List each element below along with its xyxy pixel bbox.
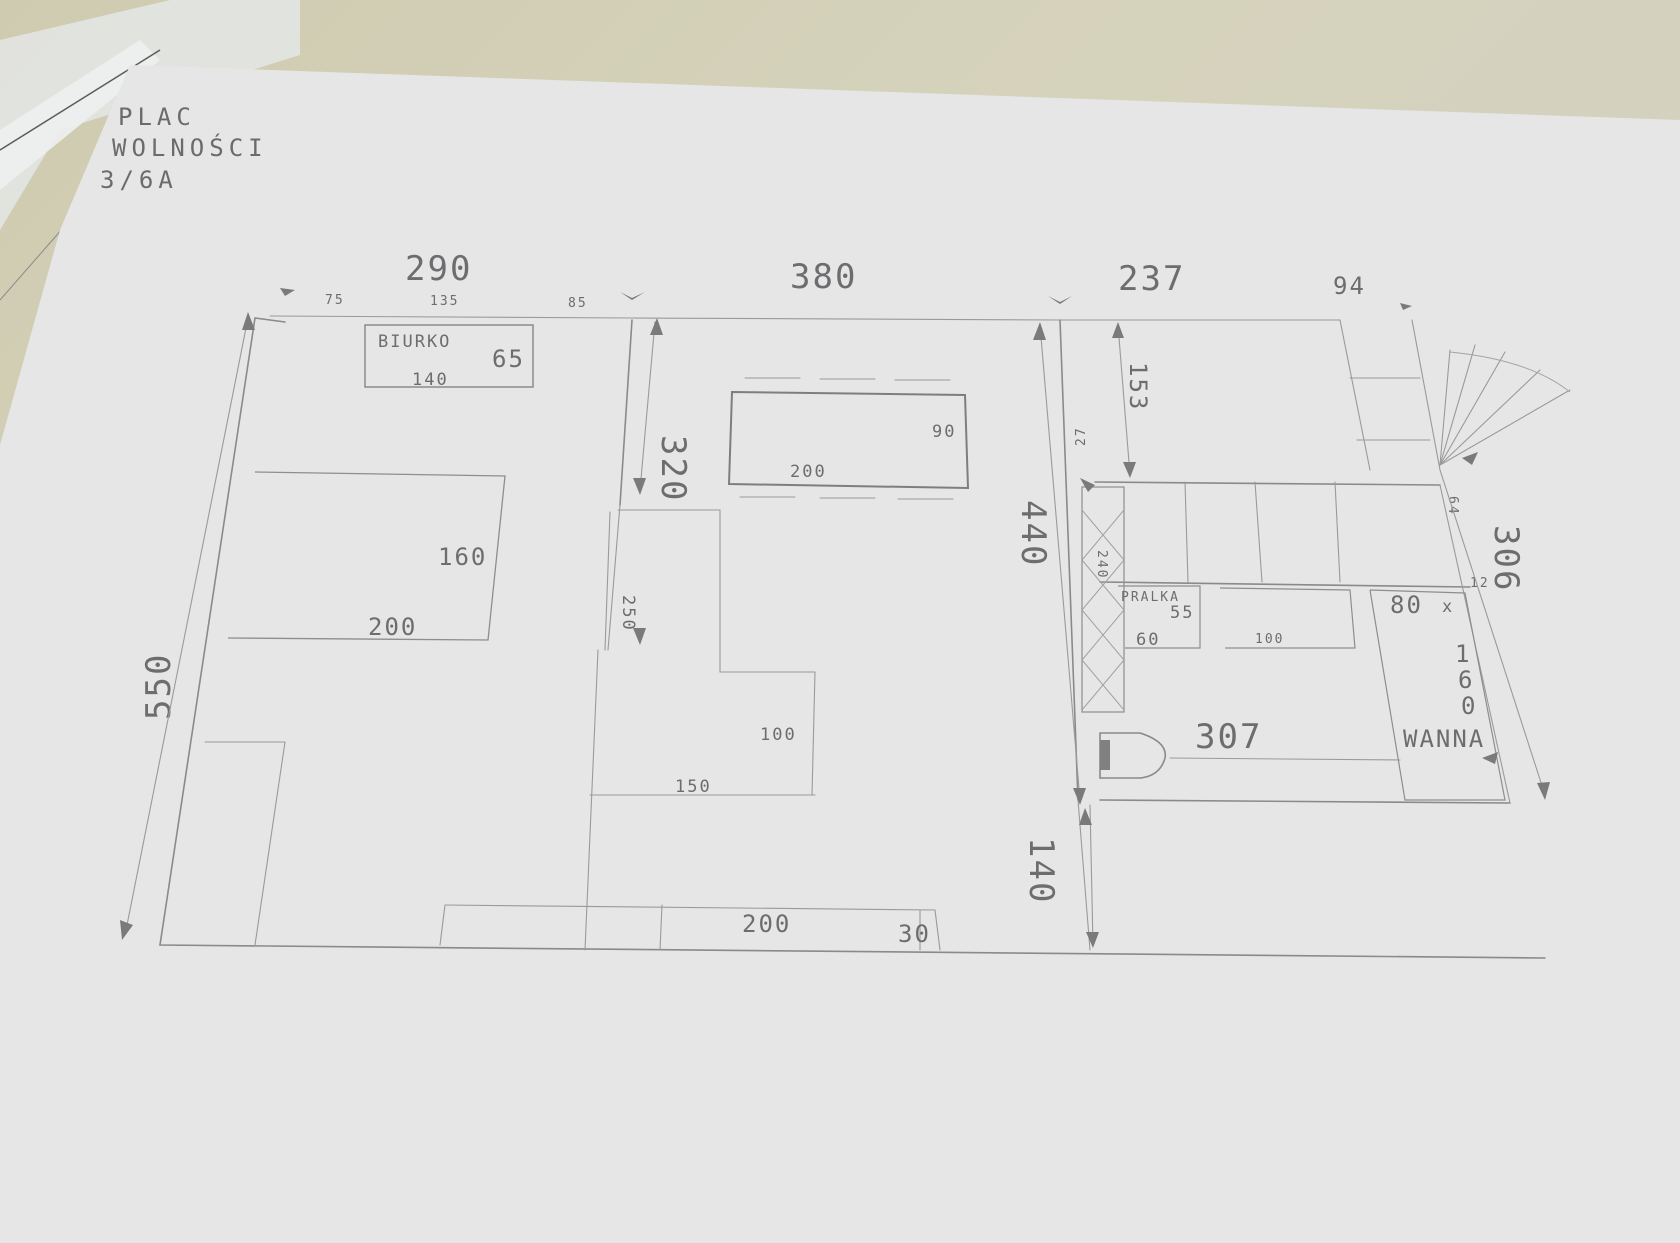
dining-table: 90 200 bbox=[727, 377, 970, 500]
dimension-lines bbox=[120, 288, 1550, 948]
bathtub: 80 x 1 6 0 WANNA bbox=[1369, 589, 1506, 801]
svg-text:94: 94 bbox=[1333, 272, 1366, 300]
svg-text:200: 200 bbox=[742, 910, 791, 938]
svg-text:PRALKA: PRALKA bbox=[1121, 590, 1180, 605]
svg-text:64: 64 bbox=[1445, 496, 1460, 516]
svg-text:150: 150 bbox=[675, 777, 712, 797]
cabinet: 100 bbox=[1219, 587, 1356, 649]
svg-text:30: 30 bbox=[898, 920, 931, 948]
svg-text:307: 307 bbox=[1195, 717, 1262, 757]
svg-text:100: 100 bbox=[760, 725, 797, 745]
svg-text:135: 135 bbox=[430, 294, 459, 309]
svg-text:380: 380 bbox=[790, 257, 857, 297]
svg-text:BIURKO: BIURKO bbox=[378, 332, 451, 352]
svg-text:100: 100 bbox=[1255, 632, 1284, 647]
svg-text:153: 153 bbox=[1124, 362, 1152, 411]
svg-text:200: 200 bbox=[368, 613, 417, 641]
svg-text:1: 1 bbox=[1455, 640, 1471, 668]
svg-text:27: 27 bbox=[1074, 426, 1089, 446]
toilet bbox=[1099, 732, 1401, 779]
hatched-wall bbox=[1081, 486, 1125, 713]
svg-text:85: 85 bbox=[568, 296, 588, 311]
svg-text:WOLNOŚCI: WOLNOŚCI bbox=[112, 132, 268, 162]
svg-text:140: 140 bbox=[412, 370, 449, 390]
svg-text:237: 237 bbox=[1118, 259, 1185, 299]
bed: 160 200 bbox=[227, 471, 506, 641]
svg-text:PLAC: PLAC bbox=[118, 103, 196, 131]
svg-text:3/6A: 3/6A bbox=[100, 166, 178, 194]
svg-text:55: 55 bbox=[1170, 603, 1194, 623]
svg-text:75: 75 bbox=[325, 293, 345, 308]
svg-text:80: 80 bbox=[1390, 591, 1423, 619]
svg-text:WANNA: WANNA bbox=[1403, 725, 1485, 753]
svg-text:550: 550 bbox=[139, 653, 179, 720]
door-swing bbox=[1439, 344, 1571, 466]
svg-text:x: x bbox=[1442, 597, 1454, 617]
svg-text:240: 240 bbox=[1094, 550, 1109, 579]
svg-text:200: 200 bbox=[790, 462, 827, 482]
washing-machine: PRALKA 55 60 bbox=[1118, 585, 1201, 650]
svg-text:320: 320 bbox=[653, 435, 693, 502]
svg-text:306: 306 bbox=[1486, 525, 1526, 592]
dimension-labels: 290 380 237 94 75 135 85 550 320 440 306… bbox=[139, 249, 1526, 948]
paper bbox=[0, 65, 1680, 1243]
svg-text:440: 440 bbox=[1013, 500, 1053, 567]
svg-text:65: 65 bbox=[492, 345, 525, 373]
svg-text:140: 140 bbox=[1021, 837, 1061, 904]
svg-text:6: 6 bbox=[1458, 666, 1474, 694]
svg-text:290: 290 bbox=[405, 249, 472, 289]
svg-text:250: 250 bbox=[618, 595, 638, 632]
desk: BIURKO 65 140 bbox=[364, 324, 534, 390]
svg-text:0: 0 bbox=[1461, 692, 1477, 720]
svg-text:60: 60 bbox=[1136, 630, 1160, 650]
walls bbox=[159, 315, 1546, 959]
svg-text:90: 90 bbox=[932, 422, 956, 442]
address-title: PLAC WOLNOŚCI 3/6A bbox=[100, 103, 268, 194]
svg-text:160: 160 bbox=[438, 543, 487, 571]
svg-text:12: 12 bbox=[1470, 576, 1490, 591]
